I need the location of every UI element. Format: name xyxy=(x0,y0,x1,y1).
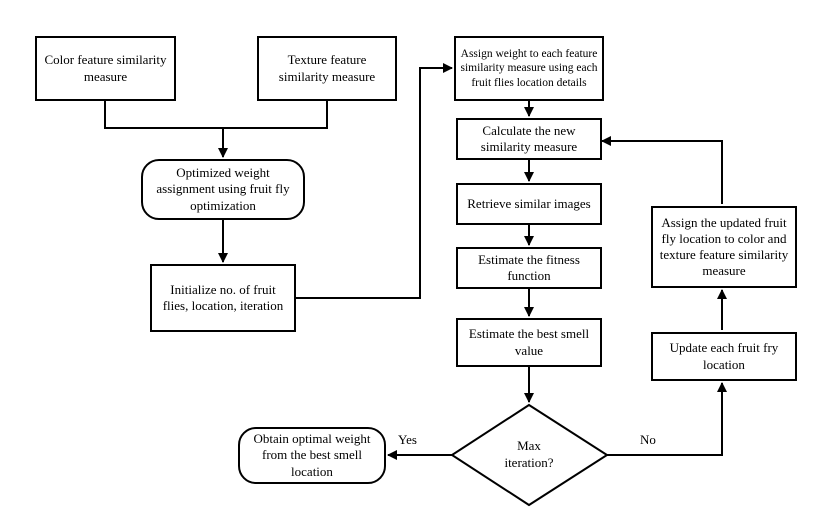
color-feature-box: Color feature similarity measure xyxy=(35,36,176,101)
no-label: No xyxy=(640,432,656,447)
obtain-optimal-label: Obtain optimal weight from the best smel… xyxy=(253,431,371,479)
retrieve-images-label: Retrieve similar images xyxy=(467,195,591,211)
yes-label: Yes xyxy=(398,432,417,447)
best-smell-box: Estimate the best smell value xyxy=(456,318,602,367)
assign-updated-label: Assign the updated fruit fly location to… xyxy=(659,214,789,279)
edge-assign-updated-to-calc xyxy=(601,136,723,204)
assign-weight-label: Assign weight to each feature similarity… xyxy=(460,48,598,89)
assign-updated-box: Assign the updated fruit fly location to… xyxy=(651,206,797,288)
optimized-weight-box: Optimized weight assignment using fruit … xyxy=(141,159,305,220)
best-smell-label: Estimate the best smell value xyxy=(468,326,590,358)
fitness-function-box: Estimate the fitness function xyxy=(456,247,602,289)
initialize-box: Initialize no. of fruit flies, location,… xyxy=(150,264,296,332)
obtain-optimal-box: Obtain optimal weight from the best smel… xyxy=(238,427,386,484)
retrieve-images-box: Retrieve similar images xyxy=(456,183,602,225)
max-iteration-decision: Max iteration? xyxy=(470,430,588,480)
initialize-label: Initialize no. of fruit flies, location,… xyxy=(162,281,284,313)
fitness-function-label: Estimate the fitness function xyxy=(478,251,580,283)
edge-initialize-to-assign-weight xyxy=(296,63,453,299)
update-location-box: Update each fruit fry location xyxy=(651,332,797,381)
texture-feature-box: Texture feature similarity measure xyxy=(257,36,397,101)
assign-weight-box: Assign weight to each feature similarity… xyxy=(454,36,604,101)
edge-color-to-merge xyxy=(104,101,223,129)
color-feature-label: Color feature similarity measure xyxy=(44,52,167,84)
decision-diamond-shape xyxy=(450,403,609,507)
calc-similarity-label: Calculate the new similarity measure xyxy=(480,122,578,154)
max-iteration-label: Max iteration? xyxy=(504,438,554,470)
update-location-label: Update each fruit fry location xyxy=(669,340,779,372)
calc-similarity-box: Calculate the new similarity measure xyxy=(456,118,602,160)
texture-feature-label: Texture feature similarity measure xyxy=(278,52,376,84)
optimized-weight-label: Optimized weight assignment using fruit … xyxy=(156,165,290,213)
edge-texture-to-merge xyxy=(223,101,328,129)
edge-decision-no xyxy=(607,382,727,456)
